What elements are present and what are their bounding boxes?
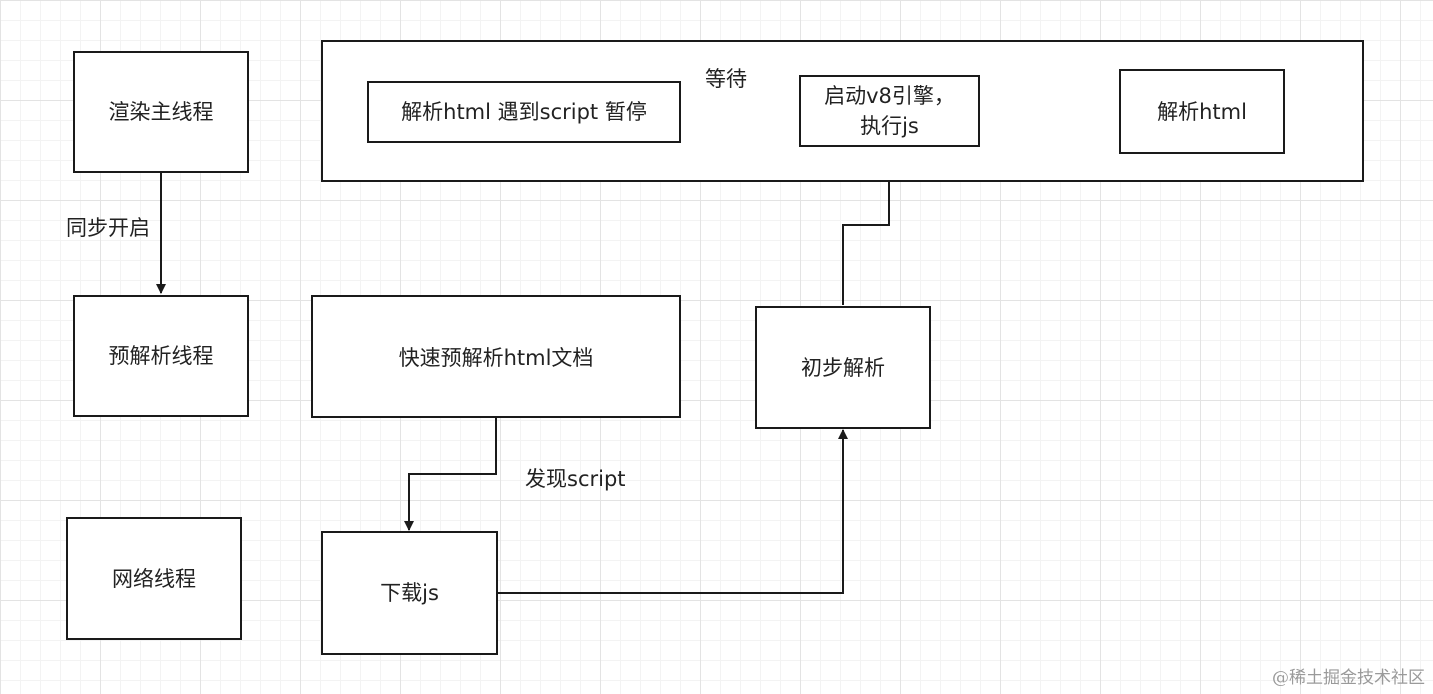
node-network-thread: 网络线程 — [66, 517, 242, 640]
edge-download-to-initial — [497, 429, 848, 594]
node-preparse-thread: 预解析线程 — [73, 295, 249, 417]
label-sync-start: 同步开启 — [66, 216, 150, 240]
label-wait: 等待 — [705, 67, 747, 91]
node-download-js: 下载js — [321, 531, 498, 655]
node-quick-preparse: 快速预解析html文档 — [311, 295, 681, 418]
node-parse-html-pause: 解析html 遇到script 暂停 — [367, 81, 681, 143]
node-start-v8: 启动v8引擎， 执行js — [799, 75, 980, 147]
node-initial-parse: 初步解析 — [755, 306, 931, 429]
watermark: @稀土掘金技术社区 — [1272, 668, 1425, 688]
node-render-main-thread: 渲染主线程 — [73, 51, 249, 173]
edge-initial-to-v8 — [842, 148, 894, 305]
node-parse-html: 解析html — [1119, 69, 1285, 154]
edge-found-script — [404, 418, 497, 531]
label-found-script: 发现script — [525, 467, 626, 491]
